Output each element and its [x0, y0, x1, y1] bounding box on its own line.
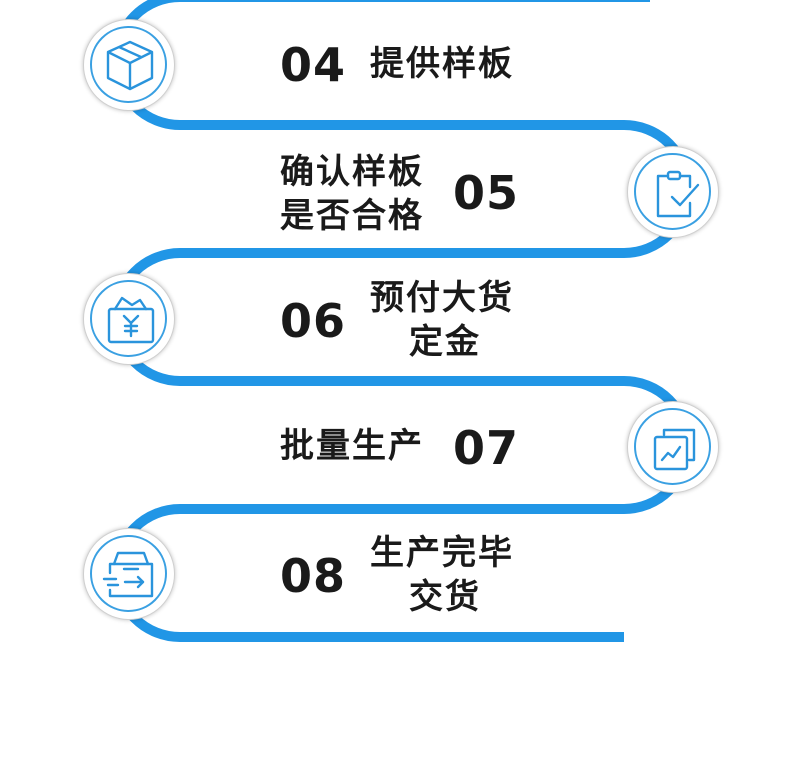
step-05-number: 05	[453, 166, 520, 220]
clipboard-check-icon	[656, 170, 700, 218]
step-06-label-line1: 预付大货	[370, 278, 514, 318]
step-05-badge	[627, 146, 719, 238]
step-04-number: 04	[280, 38, 347, 92]
step-06-label-line2: 定金	[409, 322, 481, 362]
step-08-number: 08	[280, 549, 347, 603]
chart-cards-icon	[653, 428, 696, 471]
step-07-number: 07	[453, 421, 520, 475]
step-07-label: 批量生产	[280, 426, 424, 466]
yuan-envelope-icon	[107, 296, 155, 344]
step-05-label-line2: 是否合格	[280, 196, 424, 236]
step-04-badge	[83, 19, 175, 111]
step-08-badge	[83, 528, 175, 620]
step-06-number: 06	[280, 294, 347, 348]
box-icon	[106, 40, 154, 91]
step-07-badge	[627, 401, 719, 493]
delivery-box-icon	[102, 551, 154, 598]
step-05-label-line1: 确认样板	[280, 152, 424, 192]
step-08-label-line1: 生产完毕	[370, 533, 514, 573]
step-04-label: 提供样板	[370, 44, 514, 84]
step-06-badge	[83, 273, 175, 365]
step-08-label-line2: 交货	[409, 577, 481, 617]
